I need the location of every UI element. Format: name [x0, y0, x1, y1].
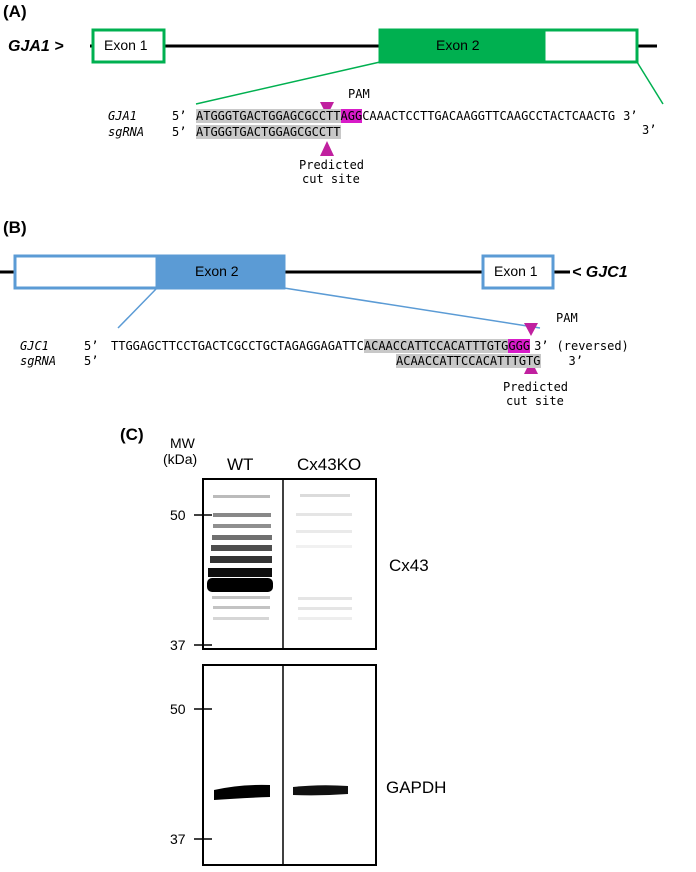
gja1-zoom-line-left [195, 61, 381, 105]
gapdh-marker-37: 37 [170, 831, 186, 847]
gjc1-row-name: GJC1 [20, 339, 49, 353]
gjc1-sgrna-three: 3’ [568, 354, 583, 368]
gja1-sgrna-name: sgRNA [108, 125, 145, 139]
protein-label-gapdh: GAPDH [386, 778, 447, 797]
gjc1-cut-label-1: Predicted [503, 380, 569, 394]
gja1-exon2-label: Exon 2 [436, 37, 480, 53]
cx43-wt-bands [207, 495, 273, 620]
lane-label-cx43ko: Cx43KO [297, 455, 362, 474]
gapdh-marker-50: 50 [170, 701, 186, 717]
gja1-cut-label-2: cut site [302, 172, 360, 186]
gapdh-wt-band [214, 784, 270, 800]
mw-unit-label: (kDa) [163, 451, 198, 467]
gjc1-three-prime: 3’ [534, 339, 549, 353]
gapdh-ko-band [293, 785, 348, 796]
gjc1-exon2-coding [155, 254, 286, 290]
gjc1-pre-seq: TTGGAGCTTCCTGACTCGCCTGCTAGAGGAGATTC [111, 339, 364, 353]
gjc1-exon2-label: Exon 2 [195, 263, 239, 279]
gja1-sgrna-row: sgRNA 5’ ATGGGTGACTGGAGCGCCTT 3’ [108, 123, 656, 141]
gjc1-sgrna-seq-row: ACAACCATTCCACATTTGTG 3’ [396, 352, 583, 370]
gjc1-sequence-row: GJC1 5’ TTGGAGCTTCCTGACTCGCCTGCTAGAGGAGATT… [20, 337, 629, 355]
gja1-sequence-row: GJA1 5’ ATGGGTGACTGGAGCGCCTTAGGCAAACTCCTTG… [108, 107, 638, 125]
gja1-sgrna-seq: ATGGGTGACTGGAGCGCCTT [196, 125, 341, 139]
panel-b-gene-name: < GJC1 [572, 264, 628, 281]
gja1-three-prime: 3’ [623, 109, 638, 123]
gja1-row-name: GJA1 [108, 109, 137, 123]
panel-c-label: (C) [120, 425, 144, 444]
gjc1-cut-arrow-top [524, 323, 538, 336]
gjc1-pam-seq: GGG [508, 339, 531, 353]
gja1-rest-seq: CAAACTCCTTGACAAGGTTCAAGCCTACTCAACTG [362, 109, 616, 123]
blot-gapdh [202, 664, 377, 866]
gjc1-sgrna-five: 5’ [84, 354, 99, 368]
panel-b-label: (B) [3, 218, 27, 237]
lane-label-wt: WT [227, 455, 254, 474]
blot-cx43 [202, 478, 377, 650]
gjc1-cut-label-2: cut site [506, 394, 564, 408]
gjc1-exon1-box [481, 254, 555, 290]
gjc1-exon1-label: Exon 1 [494, 263, 538, 279]
mw-label: MW [170, 435, 195, 451]
panel-a-label: (A) [3, 2, 27, 21]
cx43-ko-bands [296, 494, 352, 620]
gjc1-five-prime: 5’ [84, 339, 99, 353]
gja1-target-seq: ATGGGTGACTGGAGCGCCTT [196, 109, 341, 123]
gja1-cut-arrow-bottom [320, 141, 334, 156]
panel-a-gene-name: GJA1 > [8, 38, 64, 55]
gja1-exon2-utr [542, 28, 639, 64]
gjc1-target-seq: ACAACCATTCCACATTTGTG [363, 339, 509, 353]
gjc1-exon2-utr [13, 254, 159, 290]
gja1-exon2-coding [378, 28, 546, 64]
gja1-pam-seq: AGG [340, 109, 363, 123]
gjc1-sgrna-seq: ACAACCATTCCACATTTGTG [396, 354, 541, 368]
gja1-sgrna-five: 5’ [172, 125, 187, 139]
gjc1-sgrna-row: sgRNA 5’ [20, 352, 98, 370]
gja1-exon1-box [91, 28, 166, 64]
gjc1-zoom-line-left [117, 287, 158, 329]
gjc1-reversed-note: (reversed) [556, 339, 629, 353]
gjc1-zoom-line-right [283, 287, 541, 329]
protein-label-cx43: Cx43 [389, 556, 429, 575]
cx43-marker-50: 50 [170, 507, 186, 523]
gja1-zoom-line-right [636, 61, 664, 105]
gjc1-sgrna-name: sgRNA [20, 354, 57, 368]
gja1-five-prime: 5’ [172, 109, 187, 123]
gja1-sgrna-three: 3’ [642, 123, 657, 137]
gjc1-pam-label: PAM [556, 311, 578, 325]
gja1-cut-label-1: Predicted [299, 158, 365, 172]
cx43-marker-37: 37 [170, 637, 186, 653]
gja1-pam-label: PAM [348, 87, 370, 101]
gja1-exon1-label: Exon 1 [104, 37, 148, 53]
